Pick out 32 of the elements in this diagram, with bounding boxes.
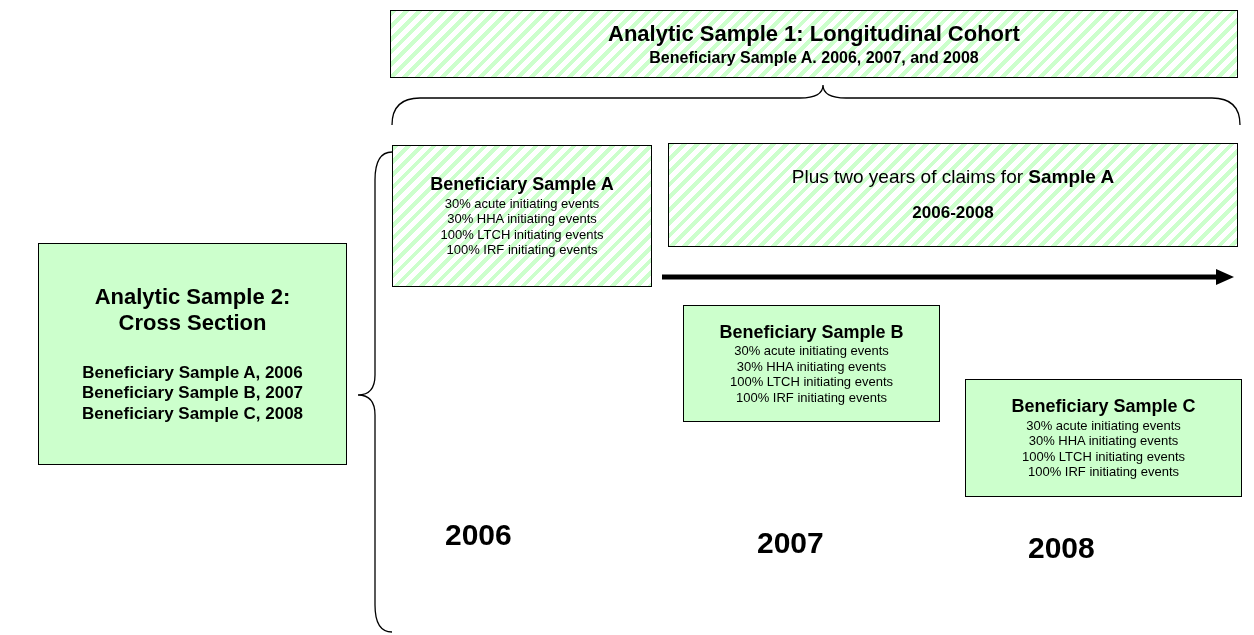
year-label: 2006 [445,518,512,552]
body-text: 100% IRF initiating events [736,389,887,406]
body-text: 2006-2008 [912,203,994,224]
heading-text: Plus two years of claims for Sample A [791,166,1115,190]
body-text: Beneficiary Sample A, 2006 [82,362,303,384]
subtitle-text: Beneficiary Sample A. 2006, 2007, and 2008 [649,47,979,67]
body-text: 100% LTCH initiating events [1021,448,1186,465]
body-text: 30% acute initiating events [1026,417,1181,434]
body-text: 100% IRF initiating events [446,242,598,258]
body-text: Beneficiary Sample B, 2007 [81,383,304,404]
sample-box [683,305,940,422]
body-text: 30% acute initiating events [444,195,600,212]
year-label: 2008 [1028,531,1095,565]
body-text: 30% HHA initiating events [736,358,887,375]
sample-box [392,145,652,287]
title-text: Analytic Sample 1: Longitudinal Cohort [608,21,1020,48]
body-text: 30% acute initiating events [734,343,889,359]
body-text: 30% HHA initiating events [447,211,597,227]
body-text: 30% HHA initiating events [1028,433,1179,449]
note-box [668,143,1238,247]
heading-text: Beneficiary Sample C [1011,396,1196,418]
body-text: 100% IRF initiating events [1028,464,1179,480]
title-box [390,10,1238,78]
sample-box [965,379,1242,497]
heading-text: Analytic Sample 2: Cross Section [93,284,292,337]
body-text: 100% LTCH initiating events [729,374,894,390]
heading-text: Beneficiary Sample B [719,321,904,344]
heading-text: Beneficiary Sample A [430,174,614,196]
year-label: 2007 [757,526,824,560]
summary-box [38,243,347,465]
body-text: Beneficiary Sample C, 2008 [81,403,304,424]
body-text: 100% LTCH initiating events [440,226,604,243]
